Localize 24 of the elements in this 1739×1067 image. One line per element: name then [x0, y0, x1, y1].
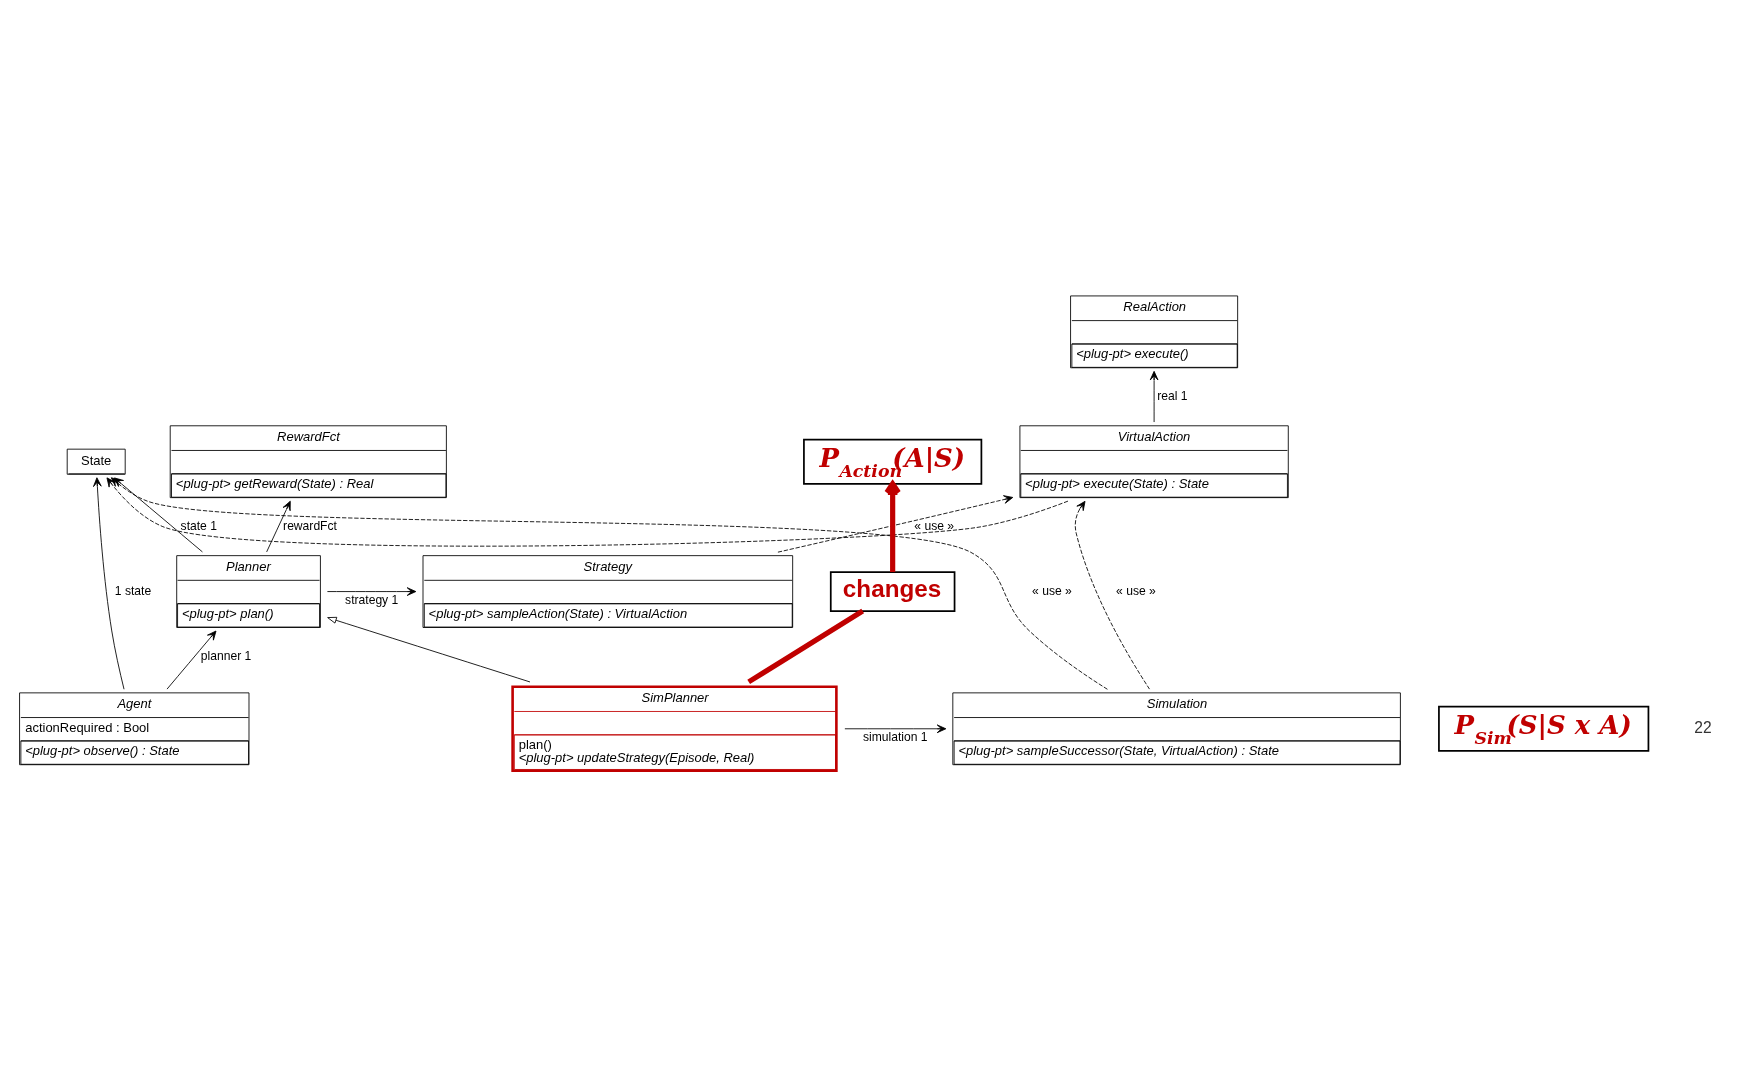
edge-label: state 1	[180, 518, 217, 533]
edge-label: rewardFct	[283, 518, 337, 533]
arrow	[327, 616, 531, 682]
arrow	[884, 480, 902, 572]
arrow	[326, 586, 417, 596]
edge-label: « use »	[1116, 583, 1156, 598]
edge-label: « use »	[914, 518, 955, 533]
node-box: changes	[829, 570, 956, 612]
arrow	[166, 630, 217, 690]
edge-label: simulation 1	[862, 729, 928, 744]
arrow	[844, 723, 947, 733]
arrow	[777, 494, 1014, 553]
edge-label: « use »	[1032, 583, 1072, 598]
edge-label: 1 state	[114, 583, 152, 598]
arrow	[1149, 370, 1159, 422]
arrow	[1074, 500, 1150, 690]
connector	[747, 608, 865, 684]
edge-label: planner 1	[200, 648, 252, 663]
arrow	[266, 500, 291, 552]
edge-label: strategy 1	[345, 592, 399, 607]
label: 22	[1694, 718, 1712, 736]
edge-label: real 1	[1157, 388, 1188, 403]
node-box: P$_{Sim}$(S|S x A)	[1438, 705, 1650, 752]
node-box: P$_{Action}$(A|S)	[803, 438, 983, 485]
